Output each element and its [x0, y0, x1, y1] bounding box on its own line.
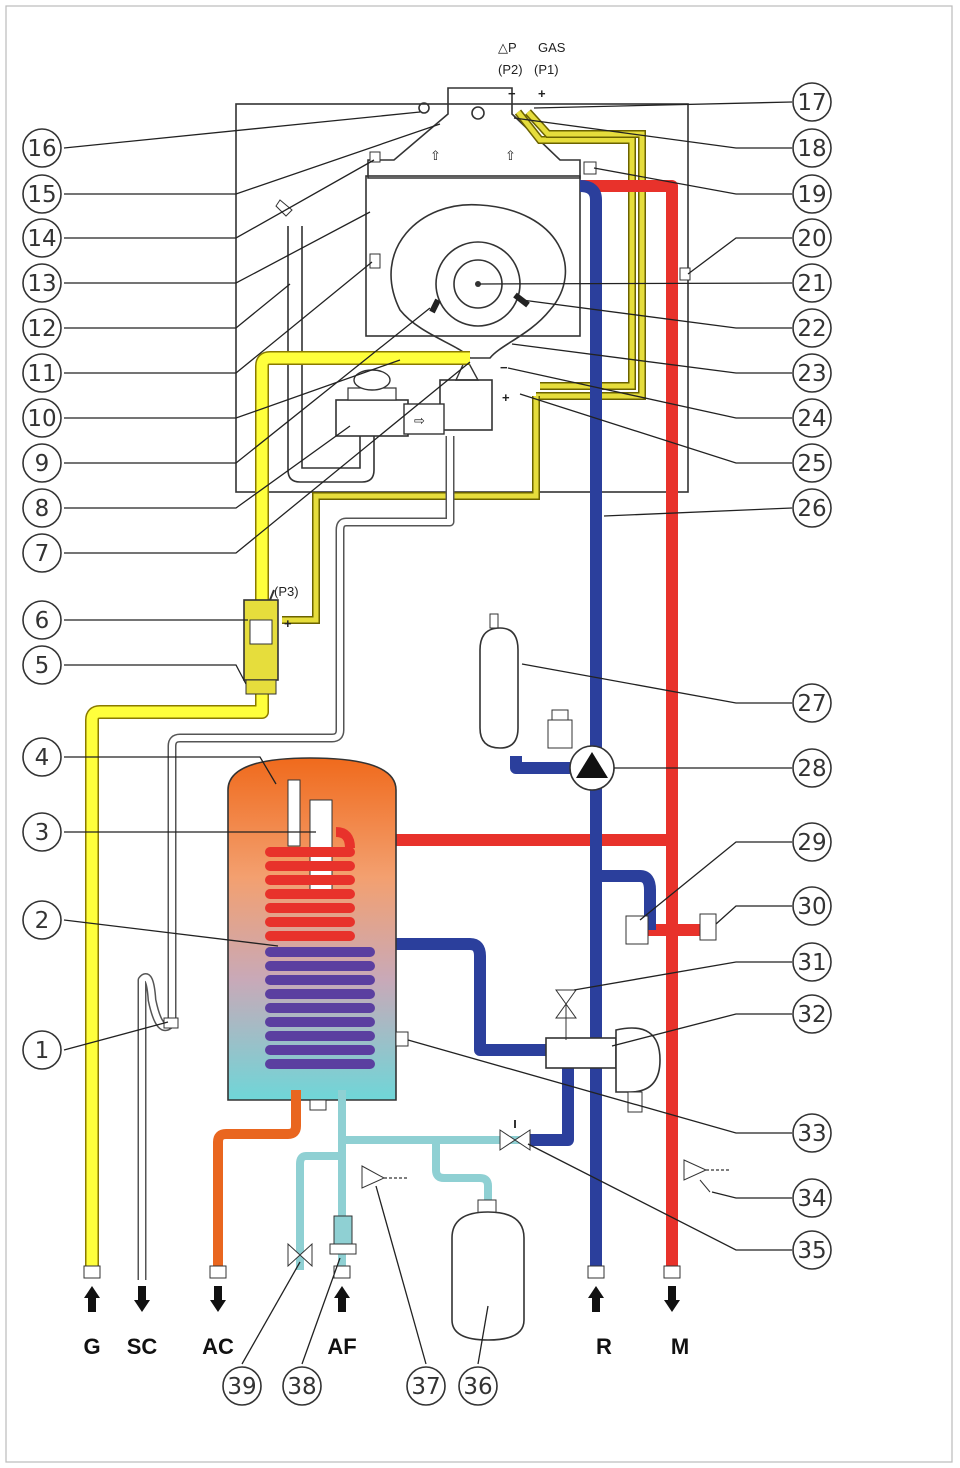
fittings	[83, 1265, 681, 1279]
temp-sensor-11	[369, 253, 381, 269]
callout-27: 27	[797, 691, 826, 717]
callout-2: 2	[35, 908, 50, 934]
callout-23: 23	[797, 361, 826, 387]
callout-13: 13	[27, 271, 56, 297]
gas-valve-block: ⇨	[335, 369, 445, 437]
callout-37: 37	[411, 1374, 440, 1400]
callout-19: 19	[797, 182, 826, 208]
connection-ac: AC	[202, 1334, 234, 1359]
connection-r: R	[596, 1334, 612, 1359]
callout-28: 28	[797, 756, 826, 782]
callout-9: 9	[35, 451, 50, 477]
heating-expansion-vessel	[479, 613, 519, 749]
callout-8: 8	[35, 496, 50, 522]
delta-p-label: △P	[498, 40, 517, 55]
callout-25: 25	[797, 451, 826, 477]
svg-text:⇧: ⇧	[505, 148, 516, 163]
drain-tap-31	[555, 989, 577, 1040]
callout-4: 4	[35, 745, 50, 771]
gas-cock: +	[243, 589, 292, 695]
callout-38: 38	[287, 1374, 316, 1400]
callout-1: 1	[35, 1038, 50, 1064]
connection-sc: SC	[127, 1334, 158, 1359]
callout-32: 32	[797, 1002, 826, 1028]
connection-labels: G SC AC AF R M	[83, 1334, 689, 1359]
svg-text:⇨: ⇨	[414, 413, 425, 428]
plus-sign: +	[538, 86, 546, 101]
callout-29: 29	[797, 830, 826, 856]
safety-sensor	[369, 151, 381, 163]
leader-lines-bottom	[241, 1185, 489, 1365]
sanitary-expansion-vessel	[451, 1199, 525, 1341]
callout-16: 16	[27, 136, 56, 162]
callout-11: 11	[27, 361, 56, 387]
callout-22: 22	[797, 316, 826, 342]
callout-30: 30	[797, 894, 826, 920]
callout-34: 34	[797, 1186, 826, 1212]
callout-33: 33	[797, 1121, 826, 1147]
callouts-right: 17 18 19 20 21 22 23 24 25 26 27 28 29 3…	[792, 82, 832, 1270]
tap-39	[287, 1242, 313, 1268]
sign-24: −	[500, 360, 508, 375]
sensor-20	[679, 267, 691, 281]
callout-7: 7	[35, 541, 50, 567]
callout-24: 24	[797, 406, 826, 432]
combustion-chamber	[365, 175, 581, 337]
condensate-u-tube	[287, 226, 375, 483]
p3-label: (P3)	[274, 584, 299, 599]
pump	[547, 709, 615, 791]
callouts-bottom: 39 38 37 36	[222, 1366, 498, 1406]
condensate-drain	[137, 436, 455, 1280]
air-vent-14	[275, 199, 293, 217]
leader-lines-left	[63, 111, 471, 1051]
connection-af: AF	[327, 1334, 356, 1359]
callout-18: 18	[797, 136, 826, 162]
connection-m: M	[671, 1334, 689, 1359]
callouts-left: 16 15 14 13 12 11 10 9 8 7 6 5 4 3 2 1	[22, 128, 62, 1070]
venturi-box	[439, 379, 493, 431]
callout-14: 14	[27, 226, 56, 252]
callout-17: 17	[797, 90, 826, 116]
callout-3: 3	[35, 820, 50, 846]
gas-label: GAS	[538, 40, 566, 55]
p1-label: (P1)	[534, 62, 559, 77]
filter-38	[329, 1215, 357, 1255]
callout-35: 35	[797, 1238, 826, 1264]
svg-text:+: +	[284, 616, 292, 631]
safety-valve-37	[361, 1165, 408, 1189]
sign-25: +	[502, 390, 510, 405]
callout-10: 10	[27, 406, 56, 432]
boiler-casing	[235, 103, 689, 493]
dhw-coil	[265, 827, 375, 1069]
bypass-valves	[625, 913, 717, 945]
callout-6: 6	[35, 608, 50, 634]
return-pipe	[360, 180, 656, 1270]
fan	[390, 203, 567, 359]
callout-20: 20	[797, 226, 826, 252]
dhw-outlet-pipe	[213, 1090, 301, 1270]
callout-15: 15	[27, 182, 56, 208]
callout-26: 26	[797, 496, 826, 522]
three-way-valve	[545, 1027, 661, 1113]
callout-5: 5	[35, 653, 50, 679]
gas-pipe	[85, 351, 470, 1270]
page-frame	[5, 5, 953, 1463]
flow-arrows	[84, 1286, 680, 1312]
safety-valve-34	[683, 1159, 730, 1193]
minus-sign: −	[508, 86, 516, 101]
svg-text:⇧: ⇧	[430, 148, 441, 163]
p2-label: (P2)	[498, 62, 523, 77]
callout-36: 36	[463, 1374, 492, 1400]
callout-31: 31	[797, 950, 826, 976]
callout-12: 12	[27, 316, 56, 342]
callout-39: 39	[227, 1374, 256, 1400]
tap-35	[499, 1120, 531, 1151]
leader-lines-right	[407, 101, 793, 1251]
connection-g: G	[83, 1334, 100, 1359]
callout-21: 21	[797, 271, 826, 297]
